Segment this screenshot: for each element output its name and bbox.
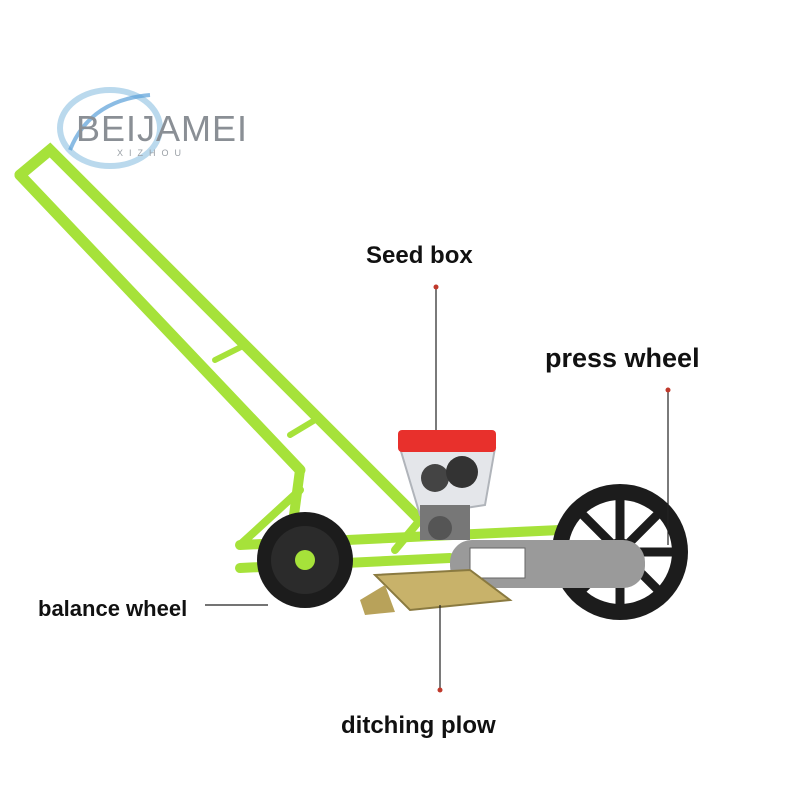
balance-wheel-label: balance wheel	[38, 596, 188, 621]
ditching-plow-label: ditching plow	[341, 712, 496, 739]
brand-subtitle: XIZHOU	[117, 148, 188, 158]
handle	[14, 142, 426, 526]
balance-wheel	[257, 512, 353, 608]
press-wheel-label: press wheel	[545, 343, 700, 373]
brand-name: BEIJAMEI	[76, 108, 249, 149]
leader-dots	[433, 284, 671, 693]
ditching-plow	[360, 568, 513, 615]
chain-cover	[450, 540, 645, 588]
seed-box-label: Seed box	[366, 242, 473, 269]
seed-box	[398, 430, 497, 540]
brand-logo-mark	[57, 87, 163, 169]
leader-lines	[205, 287, 669, 688]
